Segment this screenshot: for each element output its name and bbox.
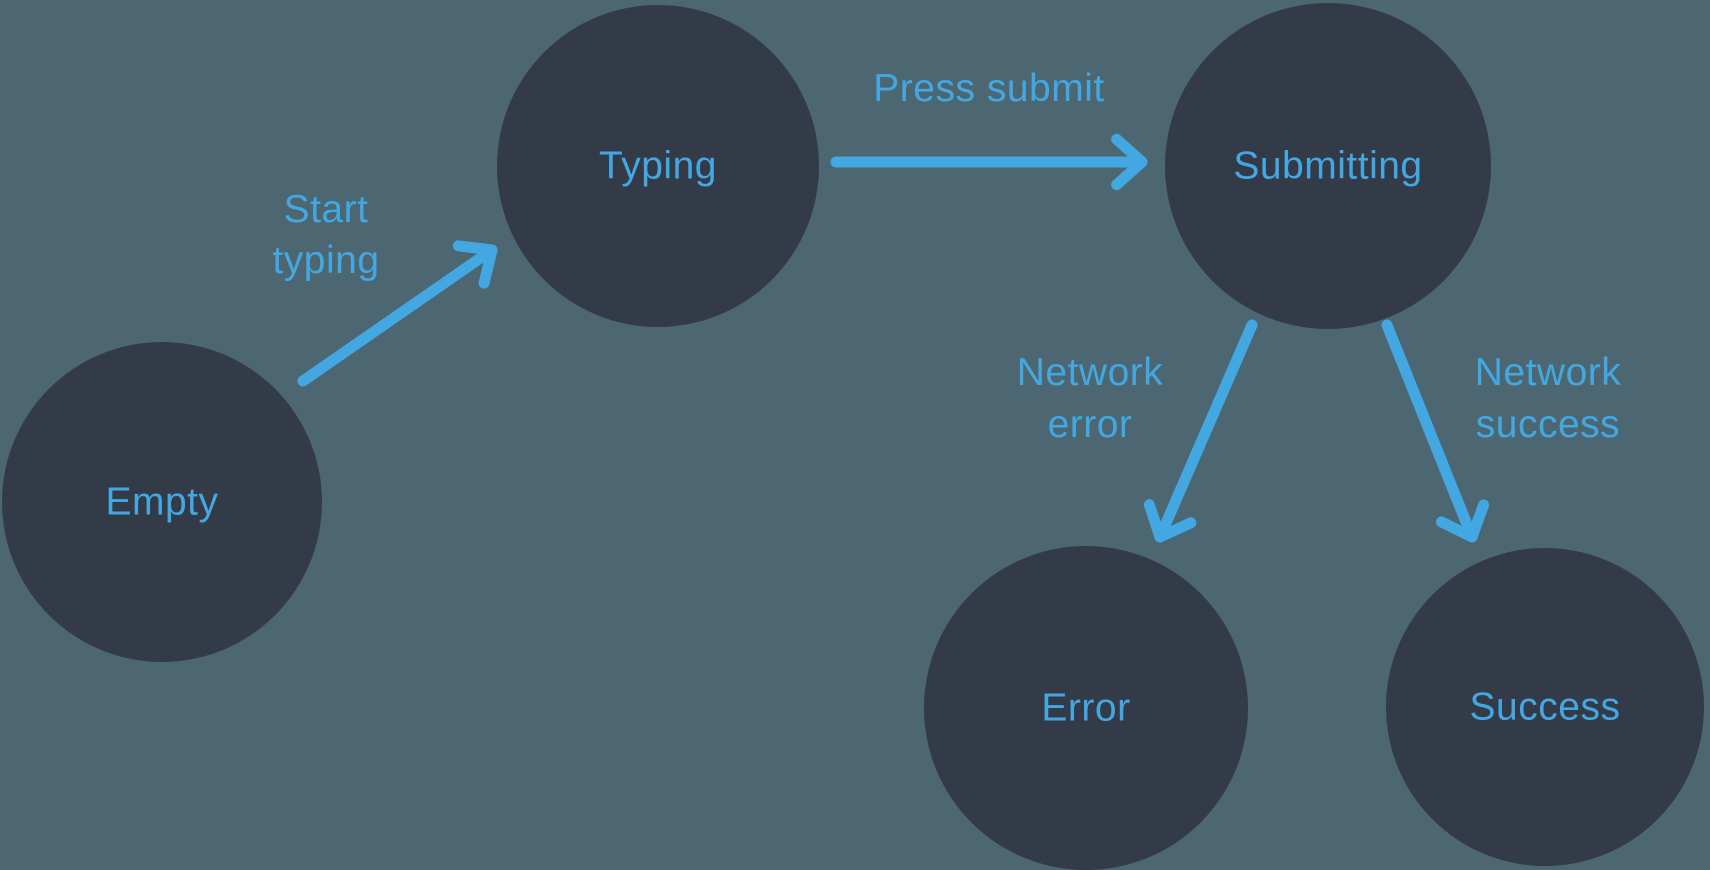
transition-label-network-success: Network success [1475,351,1622,446]
transition-label-line: error [1048,403,1133,446]
state-label-typing: Typing [599,145,717,188]
state-circle-submitting [1165,3,1491,329]
state-node-success: Success [1386,548,1704,866]
transition-press-submit: Press submit [830,67,1148,191]
state-circle-error [924,546,1248,870]
state-node-typing: Typing [497,5,819,327]
transition-network-success: Network success [1381,319,1622,543]
arrowhead-icon [1436,499,1490,543]
transition-arrow-shaft-network-error [1154,319,1258,543]
transition-label-line: success [1476,403,1620,446]
transition-arrow-shaft-network-success [1381,319,1478,543]
transition-network-error: Network error [1017,319,1258,543]
arrowhead-icon [452,240,498,289]
transition-start-typing: Start typing [272,188,498,387]
transition-arrow-shaft-start-typing [297,244,498,387]
transition-label-start-typing: Start typing [272,188,379,282]
state-label-submitting: Submitting [1233,145,1422,188]
state-label-error: Error [1041,687,1130,730]
state-label-success: Success [1470,686,1621,729]
transition-label-line: Press submit [873,67,1104,110]
arrowhead-icon [1111,133,1148,191]
state-node-error: Error [924,546,1248,870]
transition-label-line: Network [1475,351,1622,394]
state-label-empty: Empty [105,481,218,524]
state-node-submitting: Submitting [1165,3,1491,329]
state-circle-empty [2,342,322,662]
transition-label-line: Network [1017,351,1164,394]
transition-label-line: typing [272,239,379,282]
transition-label-line: Start [284,188,369,231]
state-circle-success [1386,548,1704,866]
transition-label-press-submit: Press submit [873,67,1104,110]
state-node-empty: Empty [2,342,322,662]
state-circle-typing [497,5,819,327]
transition-label-network-error: Network error [1017,351,1164,446]
arrowhead-icon [1143,499,1197,543]
